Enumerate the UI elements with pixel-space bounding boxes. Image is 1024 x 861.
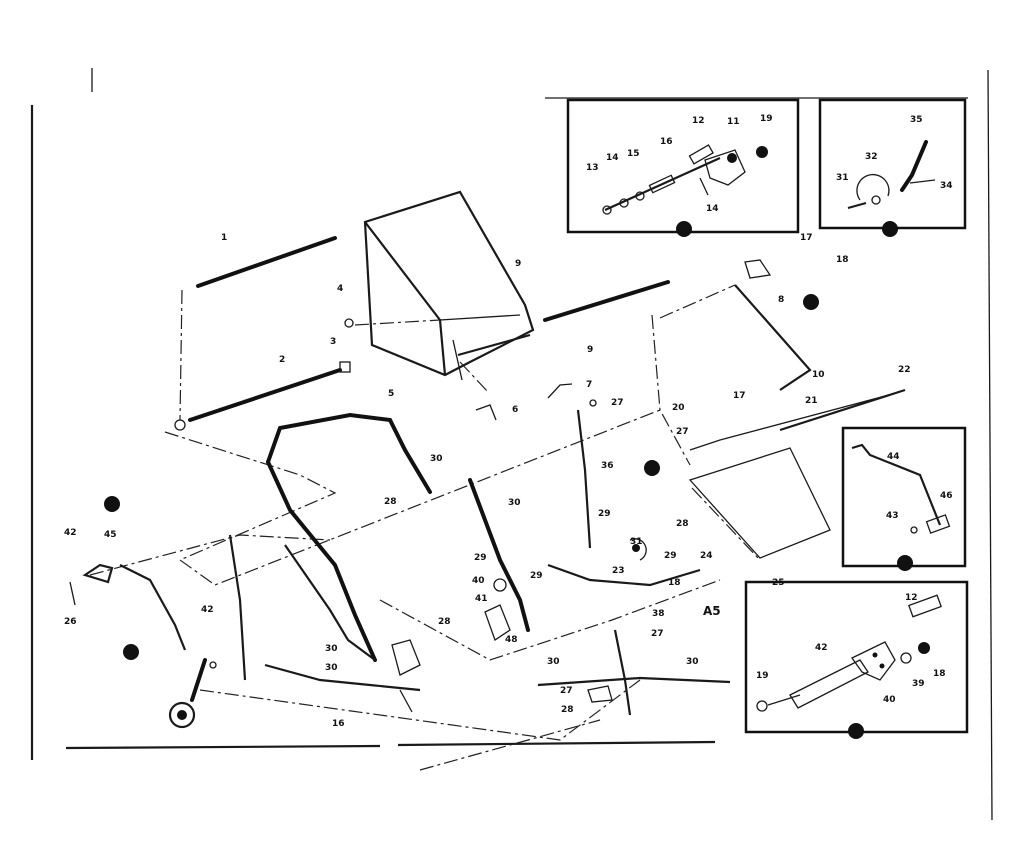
part-label-31b: 31 [630,537,643,547]
part-label-41: 41 [475,594,488,604]
part-label-36: 36 [601,461,614,471]
part-label-8: 8 [778,295,784,305]
part-label-27: 27 [676,427,689,437]
part-label-7: 7 [586,380,592,390]
part-label-42b: 42 [201,605,214,615]
part-label-15: 15 [627,149,640,159]
part-label-27c: 27 [651,629,664,639]
part-label-14: 14 [606,153,619,163]
part-label-14b: 14 [706,204,719,214]
part-label-19b: 19 [756,671,769,681]
assembly-guide-lines [89,284,736,771]
part-label-30c: 30 [325,644,338,654]
inset-box-top-right [818,98,967,237]
part-label-16b: 16 [332,719,345,729]
part-label-6: 6 [512,405,518,415]
part-label-9: 9 [515,259,521,269]
part-label-18: 18 [836,255,849,265]
part-label-42: 42 [64,528,77,538]
part-label-30: 30 [430,454,443,464]
part-label-30b: 30 [508,498,521,508]
part-label-12: 12 [692,116,705,126]
part-label-28d: 28 [561,705,574,715]
part-label-40: 40 [472,576,485,586]
handle-assembly [69,412,432,729]
page-frame [30,68,993,821]
part-label-28b: 28 [438,617,451,627]
part-label-35: 35 [910,115,923,125]
section-code: A5 [703,604,721,618]
part-label-45: 45 [104,530,117,540]
part-label-23: 23 [612,566,625,576]
inset-box-bottom-right [744,580,969,739]
part-label-30f: 30 [686,657,699,667]
part-label-29c: 29 [664,551,677,561]
part-label-13: 13 [586,163,599,173]
part-label-34: 34 [940,181,953,191]
drop-chute-panel [688,447,831,561]
part-label-18b: 18 [668,578,681,588]
part-label-4: 4 [337,284,343,294]
part-label-1: 1 [221,233,227,243]
part-label-27d: 27 [560,686,573,696]
catcher-frame-rods [174,236,670,431]
part-label-25: 25 [772,578,785,588]
part-label-29b: 29 [598,509,611,519]
part-label-31: 31 [836,173,849,183]
part-label-21: 21 [805,396,818,406]
reference-dots [104,294,819,660]
part-label-19: 19 [760,114,773,124]
part-label-26: 26 [64,617,77,627]
part-label-40b: 40 [883,695,896,705]
part-label-2: 2 [279,355,285,365]
part-label-5: 5 [388,389,394,399]
part-label-30d: 30 [325,663,338,673]
part-label-48: 48 [505,635,518,645]
part-label-44: 44 [887,452,900,462]
part-label-12b: 12 [905,593,918,603]
part-label-39: 39 [912,679,925,689]
part-label-17b: 17 [733,391,746,401]
part-label-18c: 18 [933,669,946,679]
part-number-labels: 1 2 3 4 5 6 7 8 9 9 10 11 12 12 13 14 14… [64,114,953,729]
part-label-24: 24 [700,551,713,561]
inset-box-top-center [566,98,800,237]
part-label-42c: 42 [815,643,828,653]
small-hardware [209,259,772,703]
part-label-30e: 30 [547,657,560,667]
inset-box-mid-right [841,426,967,571]
part-label-27b: 27 [611,398,624,408]
catcher-hopper [363,190,535,381]
part-label-29: 29 [474,553,487,563]
part-label-43: 43 [886,511,899,521]
part-label-17: 17 [800,233,813,243]
part-label-22: 22 [898,365,911,375]
part-label-38: 38 [652,609,665,619]
part-label-16: 16 [660,137,673,147]
part-label-28: 28 [384,497,397,507]
part-label-10: 10 [812,370,825,380]
part-label-32: 32 [865,152,878,162]
part-label-11: 11 [727,117,740,127]
part-label-9b: 9 [587,345,593,355]
part-label-20: 20 [672,403,685,413]
part-label-3: 3 [330,337,336,347]
part-label-28c: 28 [676,519,689,529]
part-label-46: 46 [940,491,953,501]
part-label-29d: 29 [530,571,543,581]
linkage-rods [264,284,906,716]
